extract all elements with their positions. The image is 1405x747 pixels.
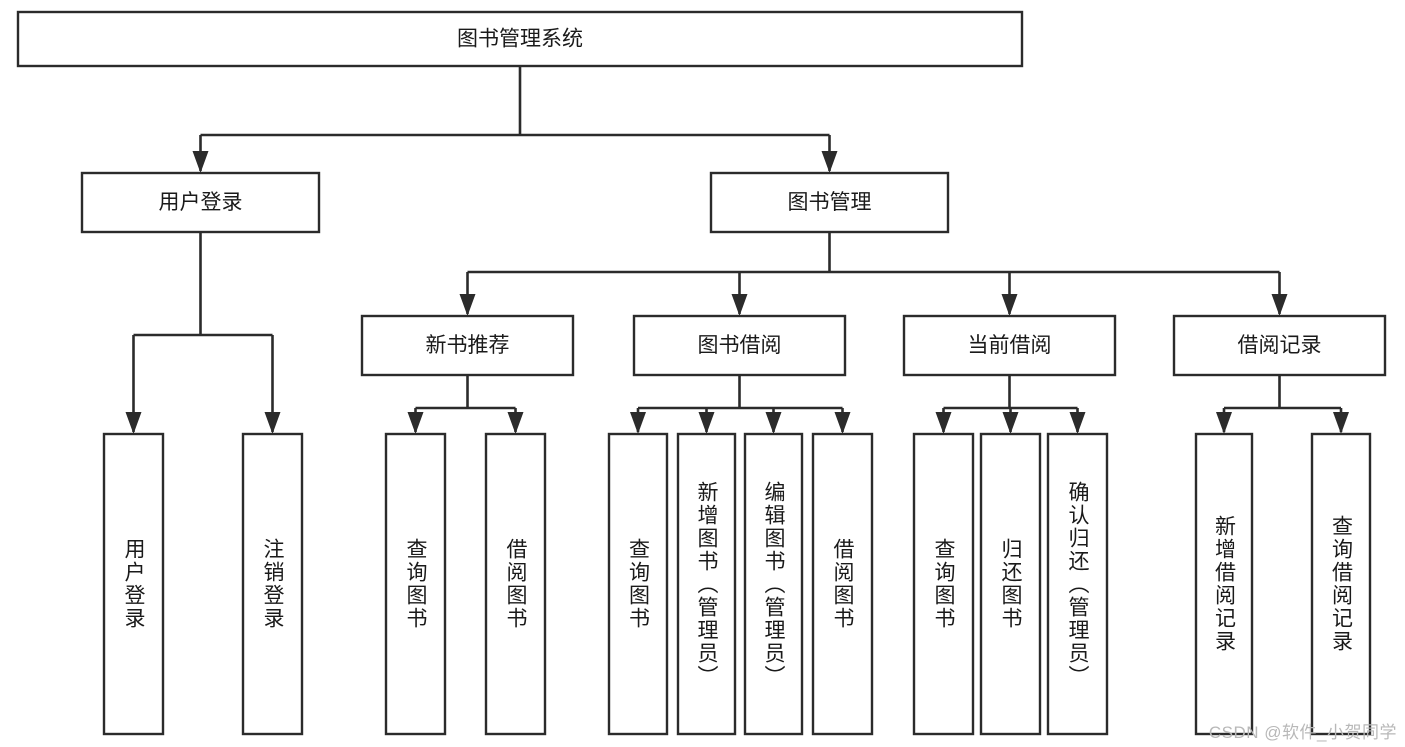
- boxes-layer: [16, 10, 1387, 736]
- node-新书推荐-box: [360, 314, 575, 377]
- arrow-head-icon-leaf-node-图书借阅-1: [698, 412, 715, 434]
- arrow-head-icon-leaf-node-用户登录-0: [125, 412, 142, 434]
- node-图书借阅-box: [632, 314, 847, 377]
- node-借阅记录-box: [1172, 314, 1387, 377]
- node-当前借阅-label: 当前借阅: [968, 334, 1052, 357]
- arrow-head-icon-level3-3: [1271, 294, 1288, 316]
- connectors-layer: [125, 66, 1349, 434]
- arrow-head-icon-leaf-node-用户登录-1: [264, 412, 281, 434]
- arrow-head-icon-level3-1: [731, 294, 748, 316]
- node-查询图书-box: [912, 432, 975, 736]
- arrow-head-icon-leaf-node-图书借阅-3: [834, 412, 851, 434]
- node-查询借阅记录-box: [1310, 432, 1372, 736]
- node-借阅图书-box: [811, 432, 874, 736]
- node-查询图书-box: [607, 432, 669, 736]
- node-图书管理系统-box: [16, 10, 1024, 68]
- node-图书管理-box: [709, 171, 950, 234]
- csdn-watermark: CSDN @软件_小贺同学: [1208, 723, 1397, 742]
- arrow-head-icon-leaf-node-新书推荐-1: [507, 412, 524, 434]
- arrow-head-icon-leaf-node-当前借阅-2: [1069, 412, 1086, 434]
- arrow-head-icon-leaf-node-借阅记录-0: [1216, 412, 1232, 434]
- node-当前借阅-box: [902, 314, 1117, 377]
- node-用户登录-box: [102, 432, 165, 736]
- arrow-head-icon-level2-1: [821, 151, 838, 173]
- node-查询图书-box: [384, 432, 447, 736]
- arrow-head-icon-leaf-node-当前借阅-1: [1002, 412, 1019, 434]
- node-图书借阅-label: 图书借阅: [698, 334, 782, 357]
- arrow-head-icon-level2-0: [192, 151, 209, 173]
- arrow-head-icon-leaf-node-图书借阅-0: [630, 412, 646, 434]
- node-注销登录-box: [241, 432, 304, 736]
- node-新增图书管理员-box: [676, 432, 737, 736]
- arrow-head-icon-leaf-node-图书借阅-2: [765, 412, 782, 434]
- arrow-head-icon-level3-2: [1001, 294, 1018, 316]
- node-借阅图书-box: [484, 432, 547, 736]
- arrow-head-icon-leaf-node-新书推荐-0: [407, 412, 424, 434]
- node-图书管理系统-label: 图书管理系统: [457, 28, 583, 51]
- node-用户登录-box: [80, 171, 321, 234]
- arrow-head-icon-leaf-node-借阅记录-1: [1333, 412, 1349, 434]
- node-用户登录-label: 用户登录: [159, 191, 243, 214]
- node-编辑图书管理员-box: [743, 432, 804, 736]
- node-图书管理-label: 图书管理: [788, 191, 872, 214]
- node-归还图书-box: [979, 432, 1042, 736]
- arrow-head-icon-level3-0: [459, 294, 476, 316]
- arrow-head-icon-leaf-node-当前借阅-0: [935, 412, 952, 434]
- node-确认归还管理员-box: [1046, 432, 1109, 736]
- node-新增借阅记录-box: [1194, 432, 1254, 736]
- node-新书推荐-label: 新书推荐: [426, 334, 510, 357]
- node-借阅记录-label: 借阅记录: [1238, 334, 1322, 357]
